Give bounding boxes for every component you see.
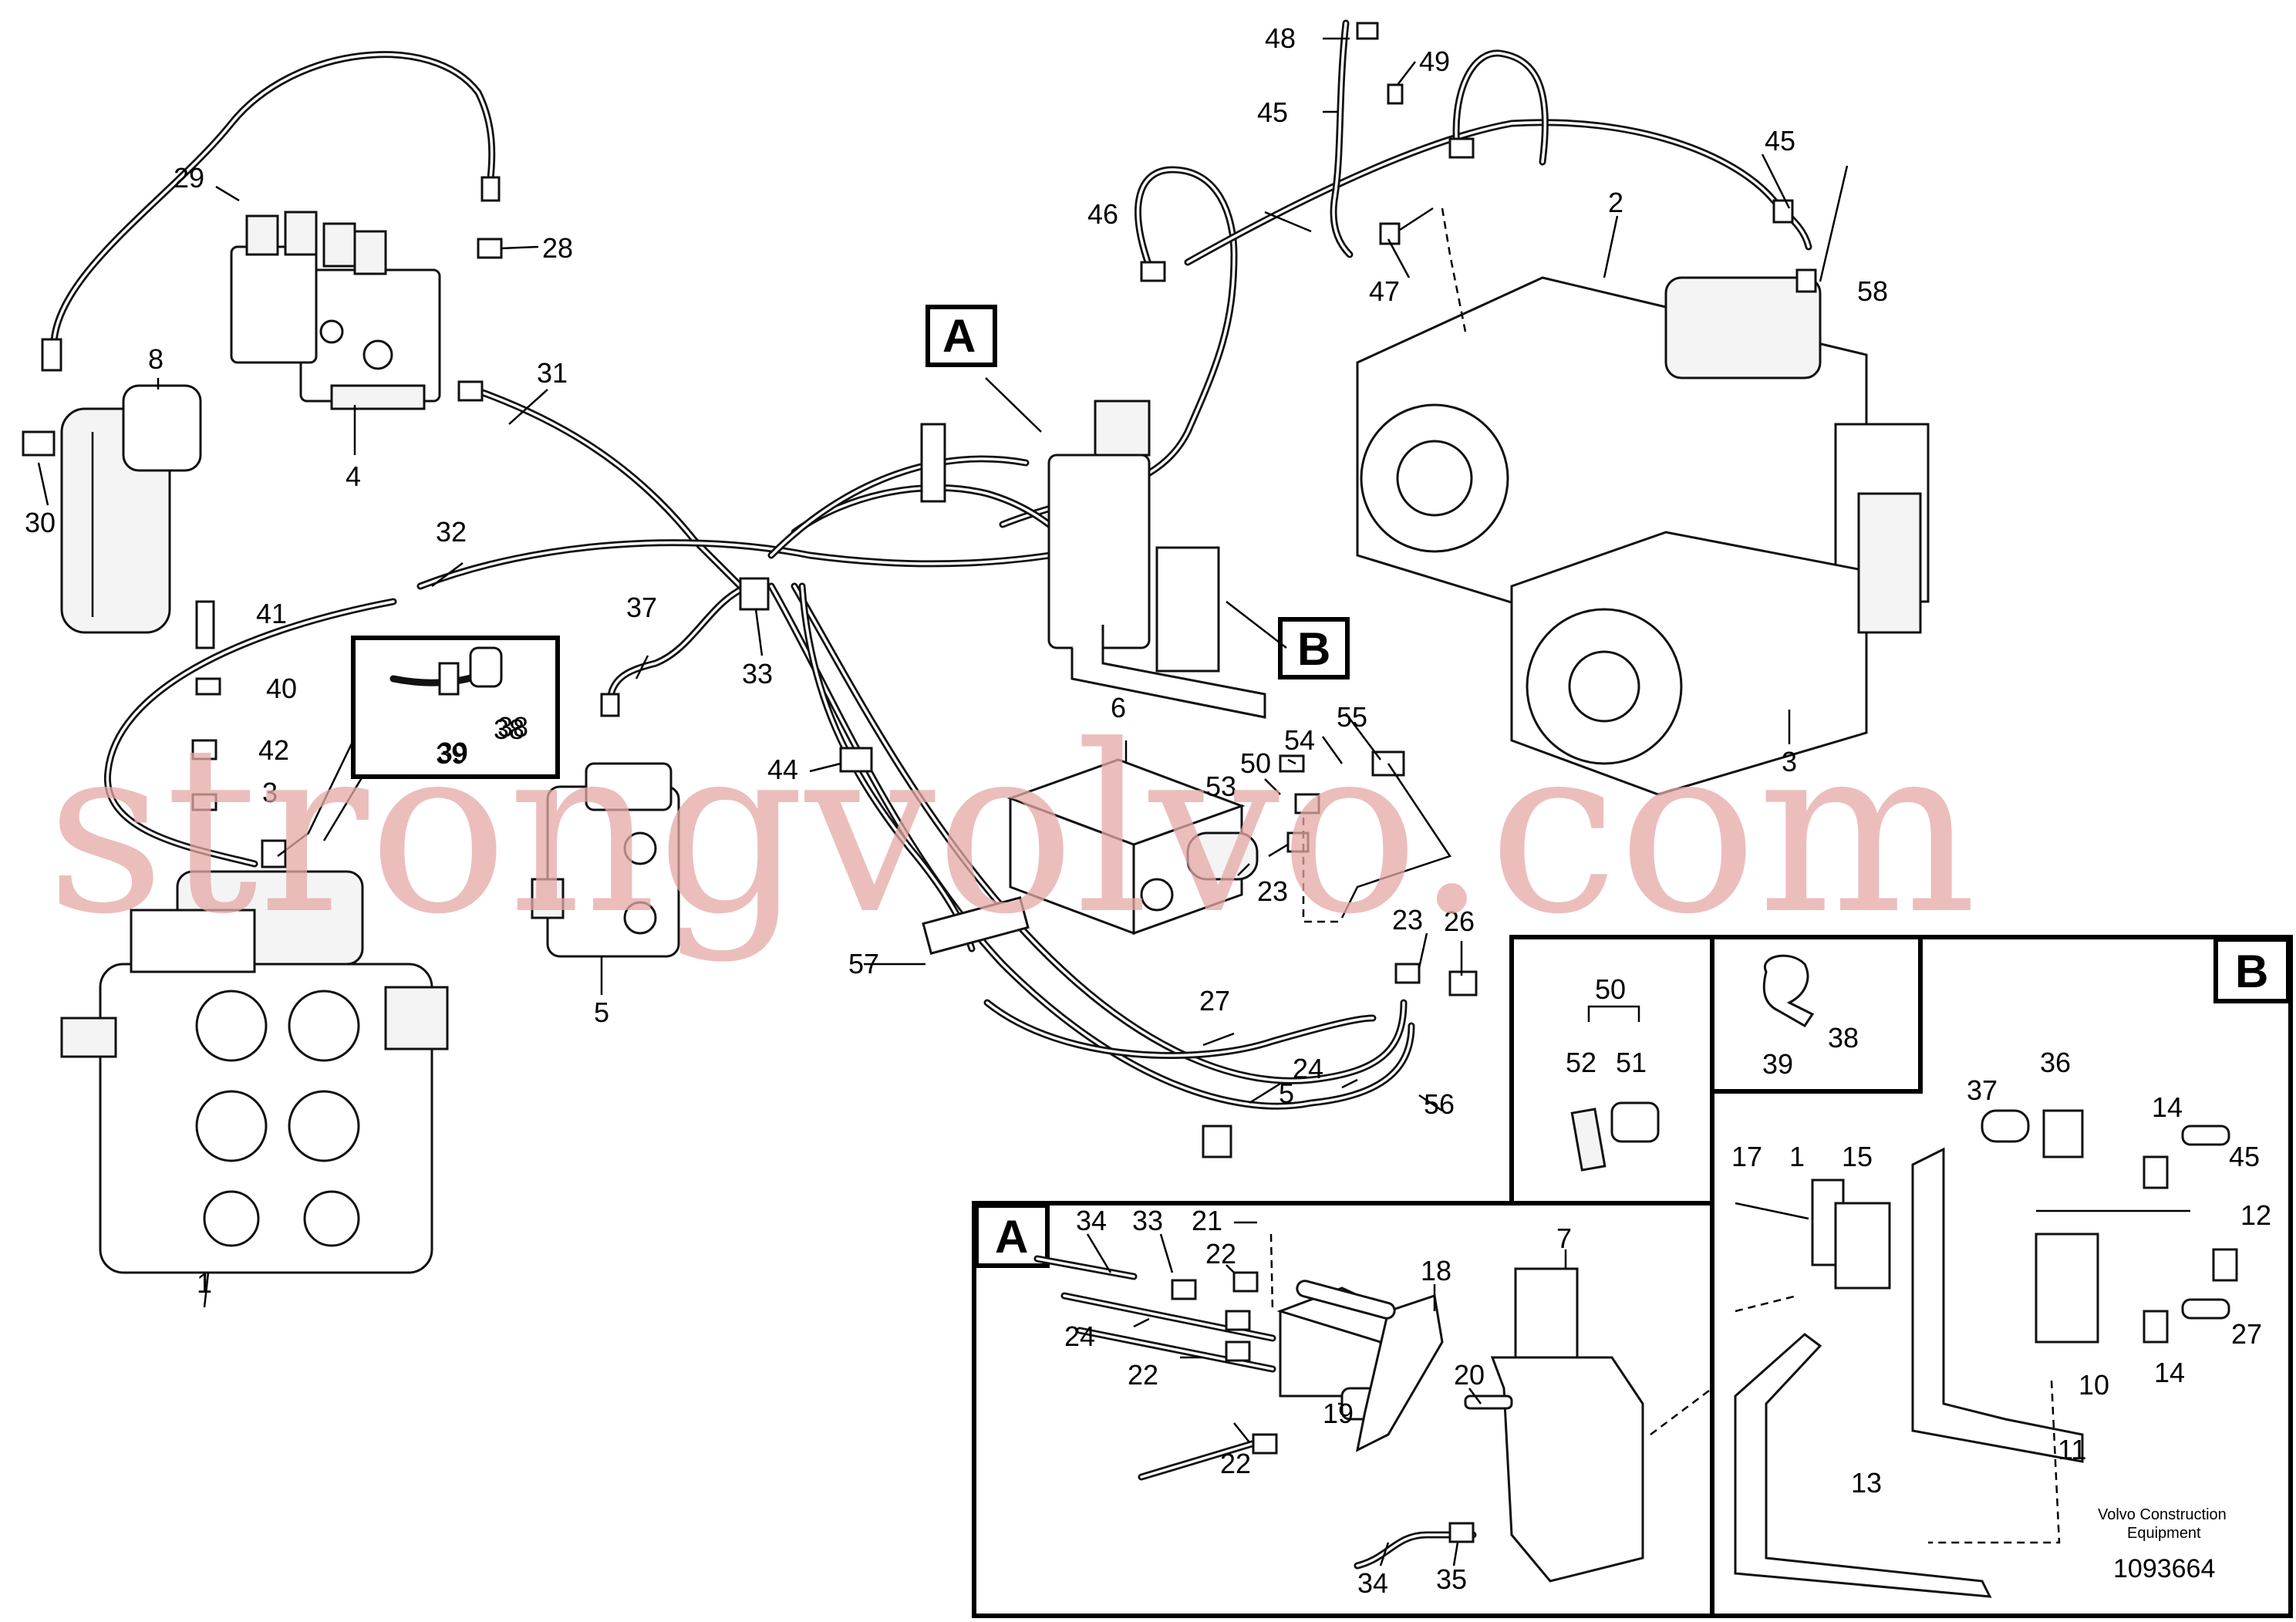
callout: 37 (626, 592, 657, 623)
component-block-6 (1006, 758, 1259, 936)
callout: 48 (1265, 22, 1296, 54)
callout: 45 (1257, 96, 1288, 128)
detail-B-letter: B (2235, 946, 2268, 997)
detail-A-label: 21 (1192, 1205, 1222, 1236)
component-valve-4 (230, 211, 441, 410)
detail-B-label: 11 (2058, 1434, 2086, 1465)
component-control-valve-1 (60, 870, 449, 1274)
callout: 30 (25, 507, 56, 538)
detail-50-frame: 50 52 51 (1509, 935, 1714, 1206)
detail-A-frame: A 34 (972, 1201, 1714, 1618)
callout: 3 (1782, 746, 1797, 777)
section-marker-A: A (925, 305, 997, 367)
callout: 47 (1369, 275, 1400, 307)
callout: 23 (1257, 875, 1288, 907)
callout: 3 (262, 777, 278, 808)
detail-B-label: 37 (1967, 1074, 1998, 1106)
detail-A-label: 7 (1556, 1222, 1572, 1254)
callout: 5 (594, 996, 609, 1028)
watermark: strongvolvo.com (46, 696, 1977, 965)
callout: 57 (848, 948, 879, 980)
detail-38-label: 39 (1762, 1048, 1793, 1080)
callout: 44 (767, 754, 798, 785)
detail-A-label: 33 (1132, 1205, 1163, 1236)
callout: 49 (1419, 46, 1450, 77)
callout: 28 (542, 232, 573, 264)
callout: 53 (1205, 771, 1236, 802)
detail-50-label: 50 (1595, 973, 1626, 1005)
callout: 24 (1293, 1053, 1323, 1084)
inset-38-39 (277, 636, 560, 857)
detail-A-label: 24 (1064, 1320, 1095, 1352)
callout: 55 (1337, 701, 1367, 733)
inset-38-labels: 38 39 (437, 713, 524, 768)
callout: 46 (1087, 198, 1118, 230)
detail-B-label: 27 (2231, 1318, 2262, 1350)
detail-B-label: 14 (2152, 1091, 2183, 1123)
callout: 32 (436, 516, 467, 548)
callout: 31 (537, 357, 568, 389)
footer-company: Volvo Construction (2098, 1506, 2227, 1523)
detail-A-letter: A (995, 1211, 1028, 1263)
svg-text:B: B (1297, 623, 1330, 675)
detail-B-label: 36 (2040, 1047, 2071, 1078)
callout: 50 (1240, 747, 1271, 779)
component-valve-5 (531, 762, 680, 958)
fittings (22, 22, 1817, 1158)
detail-A-label: 19 (1323, 1398, 1354, 1429)
svg-text:A: A (942, 310, 976, 362)
callout: 42 (258, 734, 289, 766)
detail-A-label: 22 (1220, 1448, 1251, 1479)
inset-38-label: 38 (494, 713, 524, 745)
detail-A-label: 22 (1205, 1238, 1236, 1270)
callout: 26 (1444, 905, 1475, 937)
detail-A-label: 20 (1454, 1359, 1485, 1391)
component-filter-8 (60, 384, 202, 634)
footer-company2: Equipment (2127, 1525, 2201, 1542)
callout: 29 (174, 162, 204, 194)
detail-A-label: 18 (1421, 1255, 1451, 1286)
callout: 2 (1608, 187, 1623, 218)
component-valve-A (1047, 400, 1266, 719)
detail-38-label: 38 (1828, 1022, 1859, 1054)
callout: 38 (497, 711, 528, 743)
callout: 56 (1424, 1088, 1455, 1120)
inset-38-label: 39 (437, 737, 468, 768)
detail-B-label: 12 (2240, 1199, 2271, 1231)
callout: 23 (1392, 904, 1423, 936)
detail-B-label: 13 (1851, 1467, 1882, 1499)
detail-A-label: 22 (1128, 1359, 1158, 1391)
callout: 41 (256, 598, 287, 629)
detail-B-frame: B 37 36 14 45 17 1 15 12 27 14 10 11 13 … (1710, 935, 2293, 1618)
detail-A-label: 34 (1357, 1567, 1388, 1599)
detail-B-label: 17 (1731, 1141, 1762, 1172)
detail-50-label: 52 (1566, 1047, 1596, 1078)
callout: 6 (1111, 692, 1126, 723)
detail-A-label: 34 (1076, 1205, 1107, 1236)
footer-doc-number: 1093664 (2113, 1554, 2215, 1583)
detail-B-label: 10 (2079, 1369, 2109, 1401)
callout: 58 (1857, 275, 1888, 307)
callout: 8 (148, 343, 164, 375)
callout: 5 (1279, 1077, 1294, 1109)
callout: 45 (1765, 125, 1795, 157)
detail-B-label: 15 (1842, 1141, 1873, 1172)
callout: 33 (742, 658, 773, 690)
callout: 1 (197, 1267, 212, 1299)
callouts-main: 1 2 3 4 5 6 8 23 27 24 5 56 28 29 30 31 … (25, 22, 1888, 1299)
component-pump-2-3 (1356, 276, 1930, 796)
detail-A-label: 35 (1436, 1563, 1467, 1595)
detail-B-label: 45 (2229, 1141, 2260, 1172)
callout: 4 (346, 460, 361, 492)
detail-50-label: 51 (1616, 1047, 1647, 1078)
callout: 39 (436, 738, 467, 770)
callout: 54 (1284, 724, 1315, 756)
callout: 40 (266, 673, 297, 704)
detail-B-label: 14 (2154, 1357, 2185, 1388)
leader-lines (37, 37, 1849, 1308)
section-marker-B: B (1278, 617, 1350, 679)
callout: 27 (1199, 985, 1230, 1017)
detail-B-label: 1 (1789, 1141, 1805, 1172)
